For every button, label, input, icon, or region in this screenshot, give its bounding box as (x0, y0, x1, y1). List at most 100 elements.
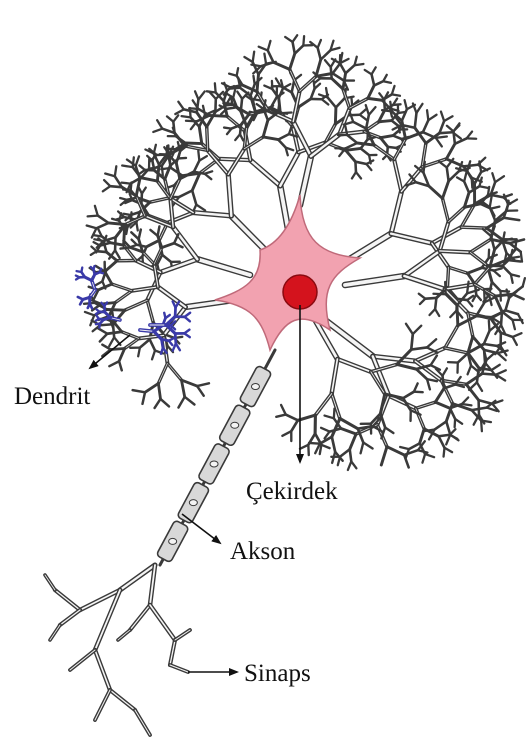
dendrite-branch (110, 243, 123, 245)
dendrite-branch (397, 364, 416, 369)
dendrite-branch (197, 383, 209, 386)
dendrite-branch (119, 361, 122, 370)
dendrite-branch (96, 309, 99, 311)
dendrite-branch (341, 429, 356, 434)
dendrite-branch (109, 361, 119, 366)
dendrite-branch (492, 282, 501, 291)
dendrite-branch (453, 131, 454, 143)
schwann-cell-nucleus (210, 461, 218, 467)
dendrite-branch (161, 339, 162, 348)
dendrite-branch (513, 337, 517, 345)
dendrite-branch (295, 45, 304, 53)
dendrite-branch (153, 129, 162, 132)
dendrite-branch (413, 326, 421, 334)
dendrite-branch (185, 397, 195, 405)
dendrite-branch (466, 374, 482, 385)
dendrite-branch (348, 461, 351, 470)
dendrite-branch (331, 67, 332, 78)
dendrite-branch (122, 166, 132, 168)
dendrite-branch (385, 427, 393, 433)
dendrite-branch (439, 132, 452, 133)
dendrite-branch (405, 100, 407, 109)
dendrite-branch (380, 136, 393, 138)
dendrite-branch (182, 116, 191, 117)
dendrite-branch (365, 70, 372, 74)
dendrite-branch (495, 176, 504, 182)
dendrite-branch (501, 333, 513, 337)
dendrite-branch (223, 103, 232, 104)
dendrite-branch (235, 134, 240, 140)
dendrite-branch (150, 339, 155, 350)
dendrite-branch (100, 272, 103, 273)
dendrite-branch (318, 40, 321, 48)
dendrite-branch (491, 365, 499, 370)
schwann-cell-nucleus (189, 500, 197, 506)
dendrite-branch (404, 450, 418, 455)
dendrite-branch (484, 344, 497, 346)
dendrite-branch (484, 350, 498, 353)
dendrite-branch (504, 218, 520, 220)
dendrite-branch (199, 127, 202, 144)
schwann-cell-nucleus (231, 422, 239, 428)
axon-terminal-branch-fill (95, 690, 110, 720)
dendrite-branch (427, 110, 428, 120)
dendrite-branch (325, 416, 334, 419)
dendrite-branch (346, 65, 355, 73)
dendrite-branch (340, 418, 358, 428)
dendrite-branch (441, 112, 444, 121)
dendrite-branch (278, 134, 289, 140)
dendrite-branch (347, 135, 357, 143)
dendrite-branch (85, 312, 94, 315)
dendrite-branch (114, 322, 122, 332)
dendrite-branch (76, 276, 80, 278)
dendrite-branch (439, 435, 450, 437)
dendrite-branch-fill (143, 252, 155, 264)
dendrite-branch (157, 165, 159, 181)
dendrite-branch-fill (280, 152, 298, 186)
dendrite-branch (384, 100, 385, 110)
dendrite-branch (467, 268, 481, 273)
dendrite-branch (464, 165, 478, 167)
axon-terminal-branch-fill (95, 650, 110, 690)
dendrite-branch (122, 183, 131, 184)
dendrite-branch (439, 121, 444, 133)
dendrite-branch (131, 232, 138, 239)
dendrite-branch (179, 397, 185, 408)
dendrite-branch (368, 85, 374, 98)
dendrite-branch-fill (115, 291, 131, 303)
dendrite-branch (392, 86, 395, 94)
dendrite-branch (392, 94, 400, 95)
dendrite-branch (184, 109, 197, 112)
dendrite-branch-fill (197, 259, 250, 275)
dendrite-branch (107, 332, 122, 334)
dendrite-branch (119, 349, 125, 362)
dendrite-branch (372, 67, 376, 74)
dendrite-branch (521, 252, 522, 262)
dendrite-branch (355, 162, 366, 164)
dendrite-branch (179, 191, 192, 198)
dendrite-branch-fill (332, 394, 340, 419)
dendrite-branch (139, 165, 145, 170)
dendrite-branch (278, 140, 285, 148)
dendrite-branch (174, 234, 178, 243)
axon-terminal-branch-fill (60, 610, 80, 625)
dendrite-branch-fill (158, 287, 186, 307)
schwann-cell-nucleus (169, 538, 177, 544)
dendrite-branch (311, 89, 315, 99)
dendrite-branch (450, 408, 455, 419)
dendrite-branch (175, 334, 176, 344)
dendrite-branch (335, 107, 336, 124)
dendrite-branch (477, 382, 482, 391)
dendrite-branch (360, 115, 367, 120)
dendrite-branch (276, 415, 285, 417)
dendrite-branch (273, 62, 289, 69)
dendrite-branch-fill (416, 408, 424, 428)
dendrite-branch (423, 120, 428, 132)
dendrite-branch (95, 206, 98, 216)
dendrite-branch (435, 402, 450, 408)
dendrite-branch (423, 162, 424, 173)
dendrite-branch (436, 138, 442, 147)
dendrite-branch (109, 337, 114, 346)
dendrite-branch (446, 144, 455, 159)
synapse-label: Sinaps (244, 660, 311, 687)
